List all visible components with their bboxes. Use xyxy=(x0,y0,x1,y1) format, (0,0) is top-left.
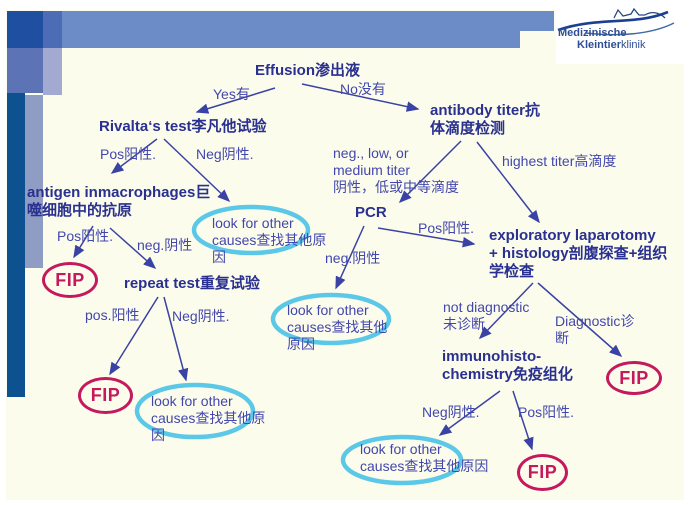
fip-oval-2: FIP xyxy=(78,377,133,414)
clinic-logo-sketch xyxy=(557,7,675,36)
label-neg-pcr: neg.阴性 xyxy=(325,250,381,266)
node-look-other-2: look for other causes查找其他原 因 xyxy=(151,393,266,443)
label-neg-repeat: Neg阴性. xyxy=(172,308,230,324)
label-neg-rivalta: Neg阴性. xyxy=(196,146,254,162)
label-diagnostic: Diagnostic诊 断 xyxy=(555,313,635,346)
fip-text: FIP xyxy=(55,269,85,290)
node-effusion: Effusion渗出液 xyxy=(255,62,360,79)
clinic-name-bold: Kleintier xyxy=(577,39,622,51)
node-rivalta-test: Rivalta‘s test李凡他试验 xyxy=(99,118,267,135)
node-immunohistochemistry: immunohisto- chemistry免疫组化 xyxy=(442,348,573,383)
node-look-other-3: look for other causes查找其他 原因 xyxy=(287,302,388,352)
fip-oval-1: FIP xyxy=(42,262,98,298)
clinic-name-light: klinik xyxy=(621,39,646,51)
deco-square-slate xyxy=(7,48,43,93)
label-pos-immuno: Pos阳性. xyxy=(518,404,575,420)
node-pcr: PCR xyxy=(355,204,387,221)
label-pos-repeat: pos.阳性 xyxy=(85,307,140,323)
clinic-name-bottom: Kleintierklinik xyxy=(577,39,645,51)
label-neg-low-medium-titer: neg., low, or medium titer 阴性，低或中等滴度 xyxy=(333,145,459,195)
fip-text: FIP xyxy=(90,385,121,405)
fip-text: FIP xyxy=(619,367,649,388)
label-highest-titer: highest titer高滴度 xyxy=(502,153,617,169)
label-neg-antigen: neg.阴性 xyxy=(137,237,193,253)
label-neg-immuno: Neg阴性. xyxy=(422,404,480,420)
deco-square-dark xyxy=(7,11,43,48)
node-look-other-4: look for other causes查找其他原因 xyxy=(360,441,489,474)
deco-square-mid xyxy=(43,11,62,48)
label-pos-rivalta: Pos阳性. xyxy=(100,146,157,162)
fip-text: FIP xyxy=(527,462,558,482)
clinic-name-top: Medizinische xyxy=(558,27,627,39)
fip-oval-4: FIP xyxy=(517,454,568,491)
label-not-diagnostic: not diagnostic 未诊断 xyxy=(443,299,530,332)
label-pos-pcr: Pos阳性. xyxy=(418,220,475,236)
label-pos-antigen: Pos阳性. xyxy=(57,228,114,244)
node-look-other-1: look for other causes查找其他原 因 xyxy=(212,215,327,265)
deco-bar-gray xyxy=(25,95,43,268)
header-band-extension xyxy=(520,11,554,31)
node-exploratory-laparotomy: exploratory laparotomy + histology剖腹探查+组… xyxy=(489,227,668,280)
header-band xyxy=(62,11,520,48)
clinic-logo: Medizinische Kleintierklinik xyxy=(556,6,688,64)
deco-square-periwinkle xyxy=(43,48,62,95)
fip-oval-3: FIP xyxy=(606,361,662,395)
node-antigen-macrophages: antigen inmacrophages巨 噬细胞中的抗原 xyxy=(27,184,211,219)
deco-bar-navy xyxy=(7,93,25,397)
node-repeat-test: repeat test重复试验 xyxy=(124,275,260,292)
node-antibody-titer: antibody titer抗 体滴度检测 xyxy=(430,102,541,137)
label-no: No没有 xyxy=(340,81,386,97)
label-yes: Yes有 xyxy=(213,86,250,102)
